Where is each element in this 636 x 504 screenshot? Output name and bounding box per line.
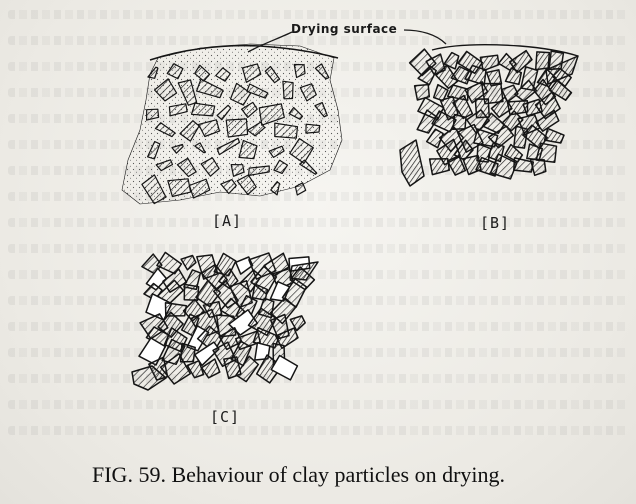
clay-particle bbox=[306, 124, 320, 133]
figure-caption: FIG. 59. Behaviour of clay particles on … bbox=[92, 462, 505, 488]
clay-particle bbox=[181, 256, 196, 270]
clay-particle bbox=[453, 115, 466, 130]
panel-c-drawing bbox=[132, 252, 318, 390]
clay-particle bbox=[430, 159, 450, 175]
clay-particle bbox=[531, 159, 546, 175]
panel-a-label: [A] bbox=[212, 212, 242, 230]
clay-particle bbox=[400, 140, 424, 186]
panel-c-label: [C] bbox=[210, 408, 240, 426]
clay-particle bbox=[415, 85, 430, 100]
clay-particle bbox=[545, 128, 564, 143]
panel-b-label: [B] bbox=[480, 214, 510, 232]
panel-a-drawing bbox=[122, 44, 342, 204]
clay-particle bbox=[192, 103, 215, 116]
drying-surface-pointer-b bbox=[404, 30, 446, 44]
panel-b-drawing bbox=[400, 45, 578, 186]
drying-surface-label: Drying surface bbox=[291, 22, 397, 36]
clay-particle bbox=[226, 119, 247, 137]
clay-particle bbox=[283, 81, 293, 99]
clay-particle bbox=[536, 52, 550, 70]
